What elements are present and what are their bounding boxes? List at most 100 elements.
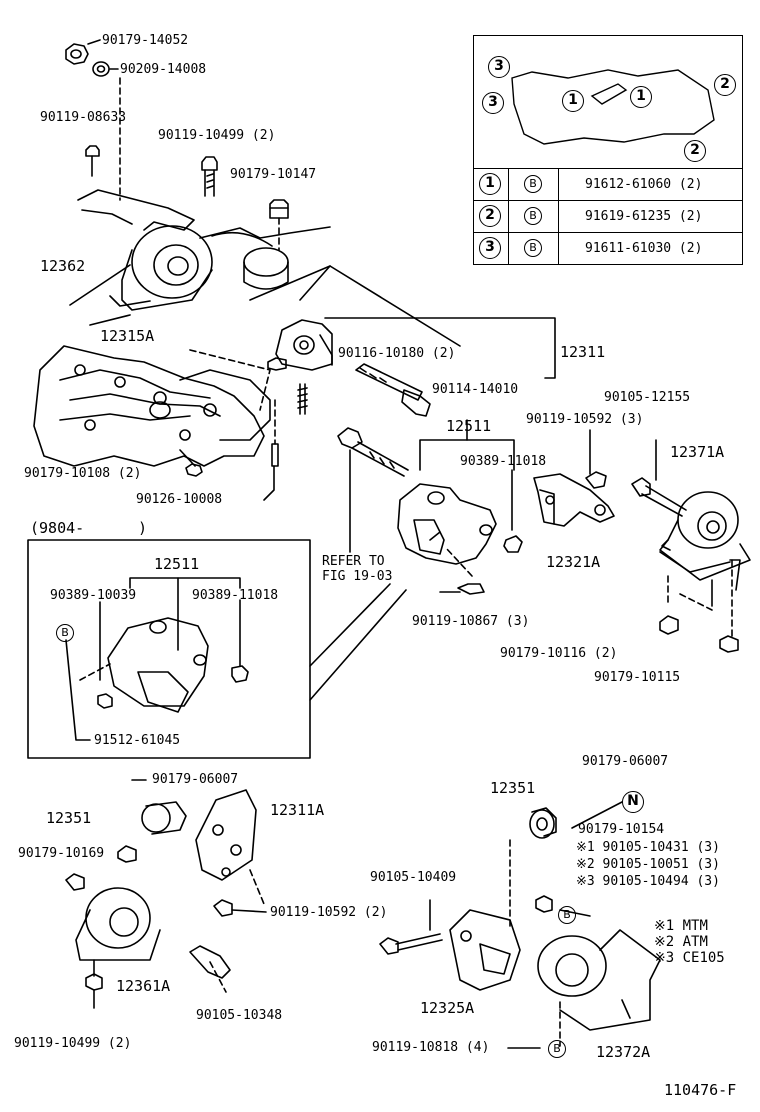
note-ce105: ※3 CE105 [654, 950, 725, 966]
bracket-12315a [33, 345, 271, 467]
row-num-cell: 2 [473, 201, 509, 232]
part-label: 12361A [116, 977, 171, 995]
b-mark-right: B [558, 906, 576, 924]
row-mark-cell: B [509, 233, 559, 264]
part-label: 90179-10147 [230, 167, 317, 182]
bolt-shape [85, 145, 218, 197]
range-close: ) [138, 519, 148, 537]
row-part-number: 91611-61030 (2) [585, 241, 703, 256]
part-label: 12311A [270, 801, 325, 819]
bracket-12311a [195, 789, 257, 881]
row-num-cell: 3 [473, 233, 509, 264]
inset-gasket-box: 3 3 1 1 2 2 [473, 35, 743, 265]
row-mark-cell: B [509, 201, 559, 232]
part-label: 90105-10348 [196, 1008, 283, 1023]
part-label: 12325A [420, 999, 475, 1017]
sub-right-part: 90389-11018 [192, 588, 279, 603]
sub-left-part: 90389-10039 [50, 588, 137, 603]
bushing-12351-right [529, 807, 557, 839]
part-label: 90179-10108 (2) [24, 466, 142, 481]
part-label: 90389-11018 [460, 454, 547, 469]
range-label: (9804- [30, 519, 85, 537]
part-label: ※1 90105-10431 (3) [576, 840, 720, 855]
marker-3a: 3 [488, 56, 510, 78]
bushing-12351 [141, 801, 187, 835]
mount-12361a [75, 887, 161, 961]
row-num-cell: 1 [473, 169, 509, 200]
part-label: 12311 [560, 343, 606, 361]
part-label: 12371A [670, 443, 725, 461]
mount-12372a [537, 929, 661, 1031]
part-label: 90119-10499 (2) [14, 1036, 132, 1051]
bracket-12511-sub [107, 617, 209, 713]
row-mark: B [524, 239, 542, 257]
mount-12311 [267, 319, 333, 371]
marker-3b: 3 [482, 92, 504, 114]
inset-row-3: 3 B 91611-61030 (2) [473, 232, 743, 265]
part-label: 90119-10818 (4) [372, 1040, 490, 1055]
part-label: ※2 90105-10051 (3) [576, 857, 720, 872]
marker-2b: 2 [684, 140, 706, 162]
row-num: 2 [479, 205, 501, 227]
part-label: 90119-10867 (3) [412, 614, 530, 629]
marker-1b: 1 [630, 86, 652, 108]
part-label: 90116-10180 (2) [338, 346, 456, 361]
part-label: 90119-10592 (2) [270, 905, 388, 920]
part-label: 90179-10115 [594, 670, 681, 685]
part-label: 90119-10592 (3) [526, 412, 644, 427]
sub-bolt-label: 91512-61045 [94, 733, 181, 748]
row-mark: B [524, 175, 542, 193]
note-atm: ※2 ATM [654, 934, 708, 950]
marker-1a: 1 [562, 90, 584, 112]
engine-mount-12362 [69, 189, 273, 311]
note-mtm: ※1 MTM [654, 918, 708, 934]
b-mark-bottom: B [548, 1040, 566, 1058]
part-label: 90126-10008 [136, 492, 223, 507]
bracket-12325a [449, 909, 521, 991]
part-label: 90114-14010 [432, 382, 519, 397]
part-label: ※3 90105-10494 (3) [576, 874, 720, 889]
row-mark-cell: B [509, 169, 559, 200]
part-label: 12351 [46, 809, 92, 827]
sub-assy-label: 12511 [154, 555, 200, 573]
row-part-number: 91619-61235 (2) [585, 209, 703, 224]
part-label: 90179-06007 [152, 772, 239, 787]
long-bolt-shape [355, 363, 431, 417]
part-label: 12321A [546, 553, 601, 571]
inset-row-1: 1 B 91612-61060 (2) [473, 168, 743, 200]
marker-2a: 2 [714, 74, 736, 96]
part-label: 12351 [490, 779, 536, 797]
bracket-12511 [397, 483, 497, 565]
part-label: 90105-10409 [370, 870, 457, 885]
part-label: 12511 [446, 417, 492, 435]
refer-line-2: FIG 19-03 [322, 569, 393, 584]
row-num: 1 [479, 173, 501, 195]
gasket-outline [511, 69, 715, 145]
part-label: 90179-14052 [102, 33, 189, 48]
bracket-12321a [533, 473, 615, 527]
inset-row-2: 2 B 91619-61235 (2) [473, 200, 743, 232]
part-label: 90179-10169 [18, 846, 105, 861]
nut-shape [65, 43, 110, 77]
subgroup-box [27, 539, 311, 759]
mount-12371a [659, 491, 751, 591]
n-mark: N [622, 791, 644, 813]
part-label: 90179-06007 [582, 754, 669, 769]
row-num: 3 [479, 237, 501, 259]
row-mark: B [524, 207, 542, 225]
part-label: 90209-14008 [120, 62, 207, 77]
refer-bolt-shape [337, 427, 409, 477]
part-label: 90179-10154 [578, 822, 665, 837]
diagram-code: 110476-F [664, 1081, 737, 1099]
part-label: 90105-12155 [604, 390, 691, 405]
refer-line-1: REFER TO [322, 554, 385, 569]
sub-bolt-mark: B [56, 624, 74, 642]
part-label: 90179-10116 (2) [500, 646, 618, 661]
part-label: 90119-10499 (2) [158, 128, 276, 143]
part-label: 12372A [596, 1043, 651, 1061]
part-label: 12315A [100, 327, 155, 345]
row-part-number: 91612-61060 (2) [585, 177, 703, 192]
part-label: 12362 [40, 257, 86, 275]
part-label: 90119-08633 [40, 110, 127, 125]
